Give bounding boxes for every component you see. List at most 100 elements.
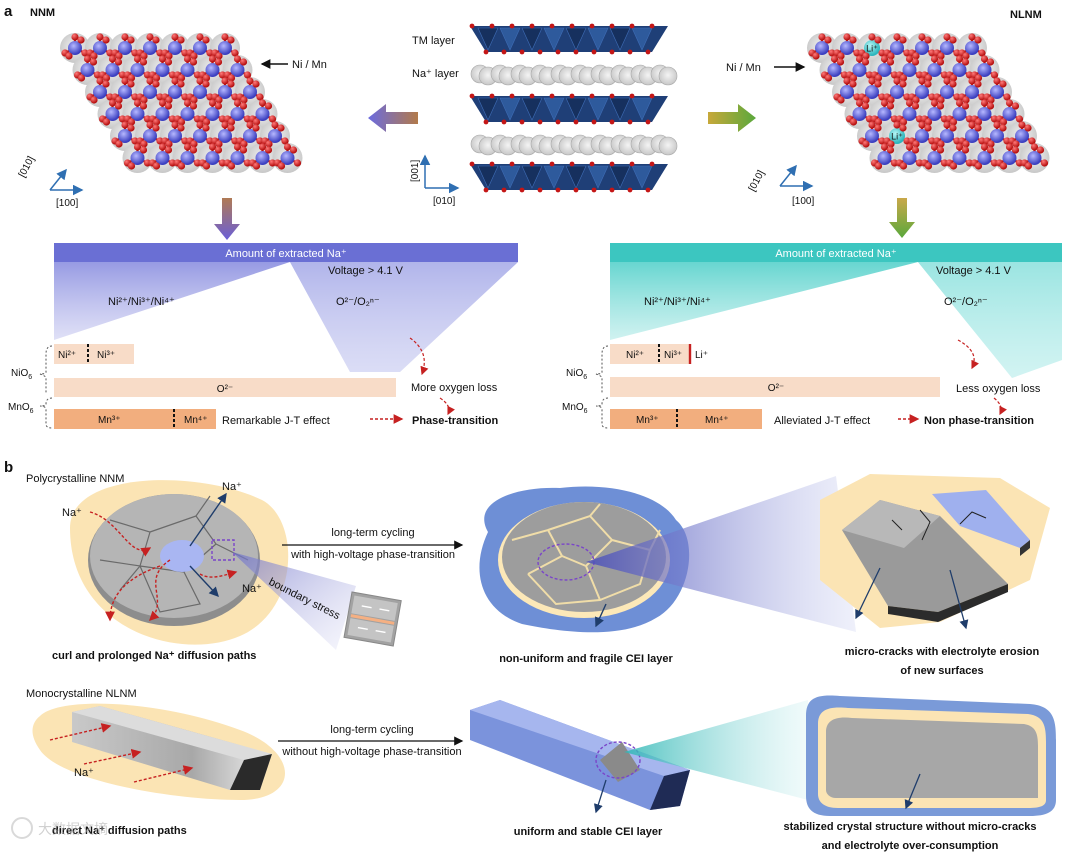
nlnm-ni2: Ni²⁺: [626, 350, 644, 361]
oxygen-atom: [874, 80, 881, 87]
li-atom-label: Li⁺: [866, 44, 878, 54]
oxygen-atom: [837, 96, 844, 103]
stabilized-detail: [806, 696, 1056, 816]
oxygen-atom: [812, 52, 819, 59]
nnm-ni3: Ni³⁺: [97, 350, 115, 361]
oxygen-atom: [912, 102, 919, 109]
oxygen-atom: [215, 146, 222, 153]
oxygen-atom: [962, 146, 969, 153]
watermark-text: 大数据文摘: [38, 821, 108, 837]
oxygen-atom: [177, 124, 184, 131]
oxygen-atom: [1012, 146, 1019, 153]
oxygen-atom: [849, 36, 856, 43]
oxygen-atom: [962, 102, 969, 109]
oxygen-atom: [824, 36, 831, 43]
oxygen-atom: [127, 80, 134, 87]
oxygen-atom: [974, 36, 981, 43]
oxygen-atom: [177, 80, 184, 87]
nnm-ni2: Ni²⁺: [58, 350, 76, 361]
oxygen-atom: [875, 162, 882, 169]
microcracks-caption-1: micro-cracks with electrolyte erosion: [845, 646, 1040, 658]
oxygen-atom: [924, 124, 931, 131]
oxygen-atom: [90, 96, 97, 103]
nnm-jt-effect: Remarkable J-T effect: [222, 415, 330, 427]
oxygen-atom: [202, 124, 209, 131]
oxygen-atom: [937, 102, 944, 109]
oxygen-atom: [152, 36, 159, 43]
na-layer-label: Na⁺ layer: [412, 68, 459, 80]
oxygen-atom: [1012, 102, 1019, 109]
oxygen-atom: [115, 58, 122, 65]
nlnm-ni-redox: Ni²⁺/Ni³⁺/Ni⁴⁺: [644, 296, 711, 308]
nlnm-lattice: Li⁺Li⁺: [807, 33, 1050, 173]
arrow-down-right: [889, 198, 915, 238]
nnm-phase-transition: Phase-transition: [412, 415, 498, 427]
nlnm-nio6: NiO6: [566, 368, 587, 381]
poly-na-3: Na⁺: [242, 583, 262, 595]
oxygen-atom: [862, 58, 869, 65]
oxygen-atom: [90, 58, 97, 65]
right-axis-100: [100]: [792, 196, 814, 207]
nnm-lattice: [60, 33, 303, 173]
oxygen-atom: [127, 36, 134, 43]
oxygen-atom: [1041, 159, 1048, 166]
oxygen-atom: [140, 102, 147, 109]
poly-title: Polycrystalline NNM: [26, 473, 124, 485]
left-ni-mn-label: Ni / Mn: [292, 59, 327, 71]
oxygen-atom: [190, 146, 197, 153]
oxygen-atom: [900, 162, 907, 169]
oxygen-atom: [228, 162, 235, 169]
oxygen-atom: [1037, 146, 1044, 153]
nlnm-mn-bar: [610, 409, 762, 429]
oxygen-atom: [215, 102, 222, 109]
center-axes: [001] [010]: [410, 156, 458, 207]
microcracks-caption-2: of new surfaces: [900, 665, 983, 677]
oxygen-atom: [103, 118, 110, 125]
oxygen-atom: [215, 58, 222, 65]
nlnm-mn3: Mn³⁺: [636, 415, 659, 426]
oxygen-atom: [115, 140, 122, 147]
oxygen-atom: [65, 52, 72, 59]
oxygen-atom: [862, 102, 869, 109]
nnm-mno6: MnO6: [8, 402, 34, 415]
oxygen-atom: [253, 162, 260, 169]
na-ion-layer: [471, 135, 677, 155]
oxygen-atom: [825, 74, 832, 81]
right-axes: [010] [100]: [747, 166, 815, 207]
oxygen-atom: [77, 36, 84, 43]
oxygen-atom: [999, 80, 1006, 87]
nnm-ni-redox: Ni²⁺/Ni³⁺/Ni⁴⁺: [108, 296, 175, 308]
mono-na: Na⁺: [74, 767, 94, 779]
oxygen-atom: [1000, 162, 1007, 169]
monocrystal-particle: Na⁺: [33, 704, 286, 800]
nonuniform-cei-caption: non-uniform and fragile CEI layer: [499, 653, 673, 665]
tm-layer-label: TM layer: [412, 35, 455, 47]
nlnm-title: NLNM: [1010, 9, 1042, 21]
oxygen-atom: [949, 36, 956, 43]
nnm-bar-title: Amount of extracted Na⁺: [225, 248, 347, 260]
oxygen-atom: [887, 102, 894, 109]
oxygen-atom: [240, 58, 247, 65]
nlnm-diagram: Amount of extracted Na⁺ Ni²⁺/Ni³⁺/Ni⁴⁺ V…: [562, 243, 1062, 429]
stabilized-caption-1: stabilized crystal structure without mic…: [783, 821, 1036, 833]
oxygen-atom: [102, 36, 109, 43]
oxygen-atom: [127, 124, 134, 131]
oxygen-atom: [975, 162, 982, 169]
oxygen-atom: [227, 36, 234, 43]
oxygen-atom: [152, 124, 159, 131]
left-axis-100: [100]: [56, 198, 78, 209]
oxygen-atom: [899, 36, 906, 43]
oxygen-atom: [987, 102, 994, 109]
oxygen-atom: [178, 162, 185, 169]
oxygen-atom: [203, 162, 210, 169]
oxygen-atom: [202, 36, 209, 43]
oxygen-atom: [128, 162, 135, 169]
nnm-diagram: Amount of extracted Na⁺ Ni²⁺/Ni³⁺/Ni⁴⁺ V…: [8, 243, 518, 429]
stabilized-caption-2: and electrolyte over-consumption: [822, 840, 999, 852]
nlnm-o2: O²⁻: [768, 383, 784, 394]
oxygen-atom: [140, 146, 147, 153]
oxygen-atom: [874, 124, 881, 131]
nnm-o2: O²⁻: [217, 384, 233, 395]
arrow-to-nlnm: [708, 104, 756, 132]
